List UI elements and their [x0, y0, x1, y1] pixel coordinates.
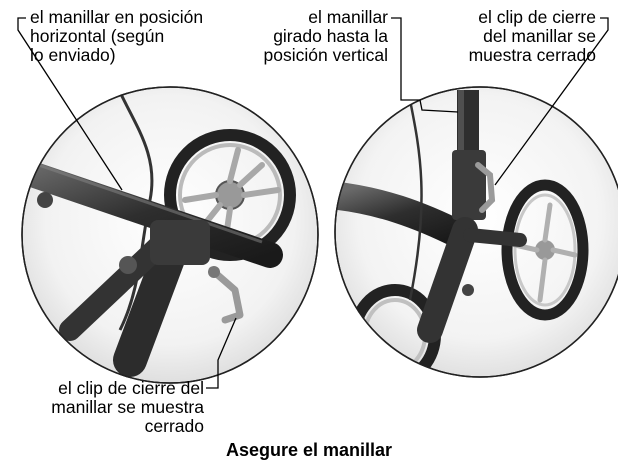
wheel-right	[501, 179, 589, 321]
right-detail-photo	[334, 86, 618, 378]
label-handle-vertical: el manillar girado hasta la posición ver…	[263, 7, 389, 65]
label-clip-closed-left: el clip de cierre del manillar se muestr…	[51, 378, 204, 436]
label-clip-closed-right: el clip de cierre del manillar se muestr…	[468, 7, 596, 65]
caption: Asegure el manillar	[225, 440, 393, 460]
left-detail-photo	[21, 86, 319, 384]
label-handle-horizontal: el manillar en posición horizontal (segú…	[30, 7, 204, 65]
leader-lines	[17, 17, 609, 389]
